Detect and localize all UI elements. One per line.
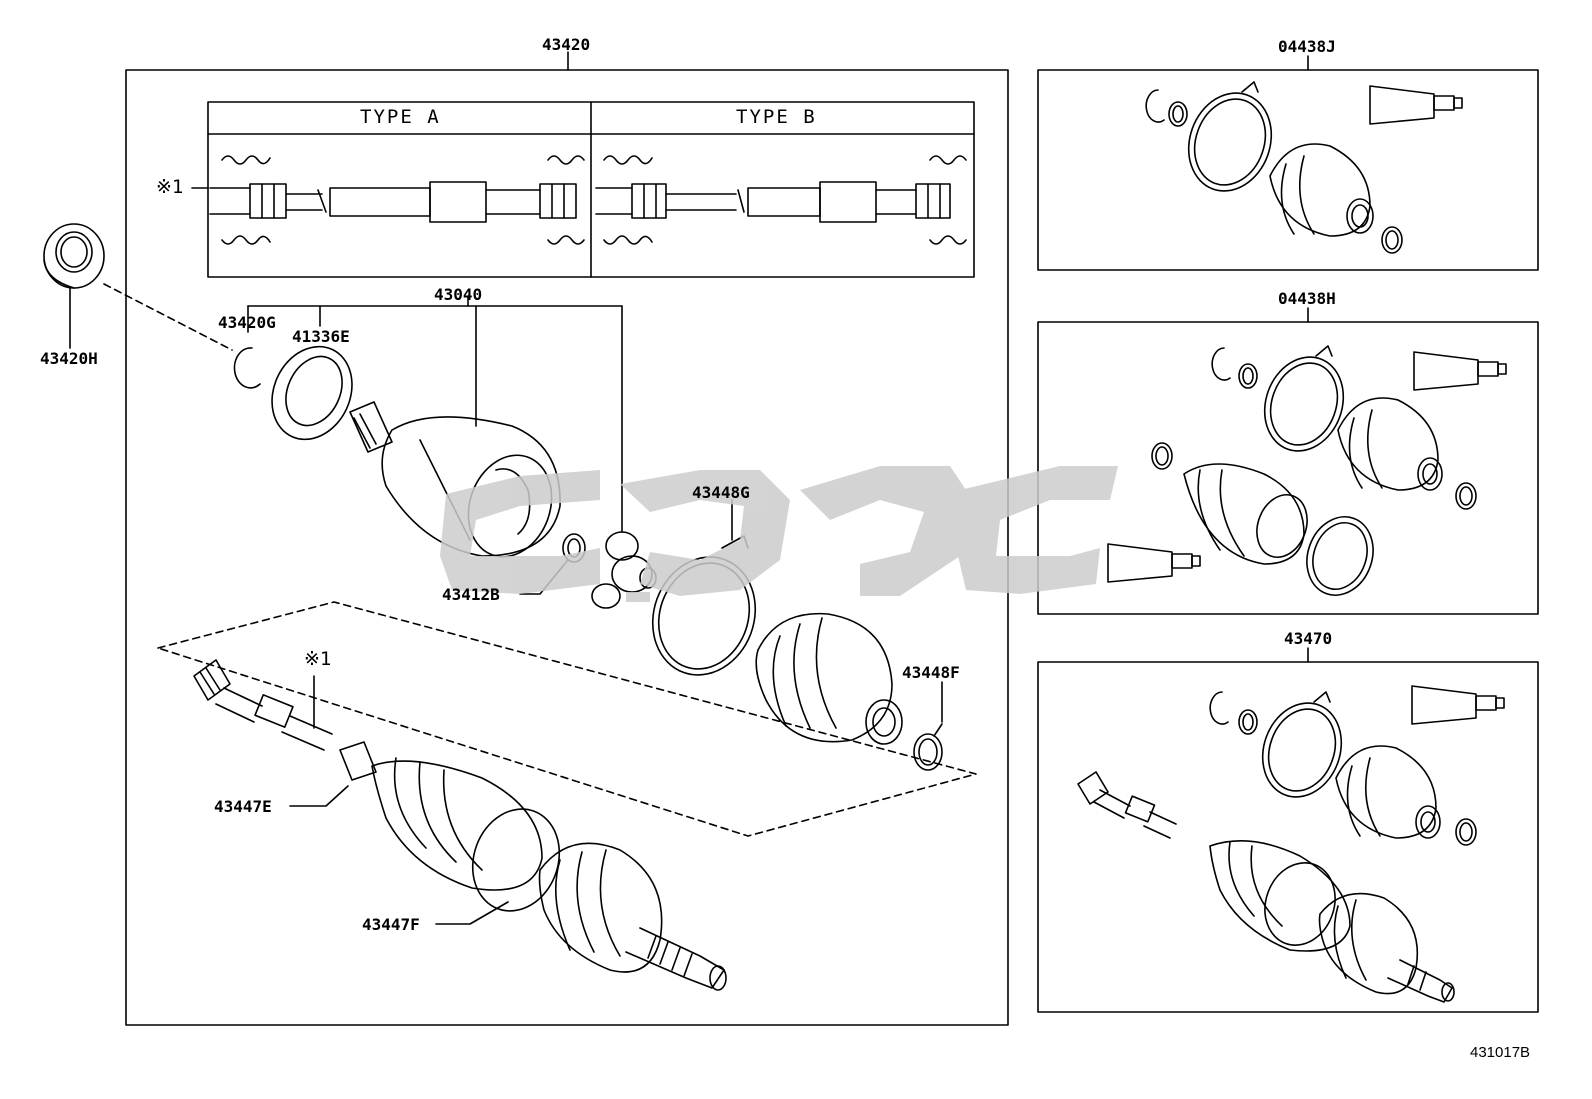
label-04438h: 04438H bbox=[1278, 289, 1336, 308]
leader-43447e bbox=[289, 785, 349, 807]
kit-frame-04438j bbox=[1037, 69, 1539, 271]
type-comparison-table bbox=[207, 101, 975, 278]
leader-43447f bbox=[435, 901, 509, 925]
bearing-dashed-line bbox=[103, 283, 233, 351]
exploded-zone-outline bbox=[157, 601, 977, 837]
kit-04438j-parts bbox=[1145, 81, 1463, 254]
inboard-boot-drawing bbox=[755, 612, 903, 745]
label-43412b: 43412B bbox=[442, 585, 500, 604]
boot-band-small-drawing bbox=[913, 723, 943, 771]
label-note-top: ※1 bbox=[156, 176, 184, 198]
label-43447f: 43447F bbox=[362, 915, 420, 934]
kit-frame-43470 bbox=[1037, 661, 1539, 1013]
label-43448g: 43448G bbox=[692, 483, 750, 502]
kit-43470-parts bbox=[1077, 685, 1505, 1003]
label-43447e: 43447E bbox=[214, 797, 272, 816]
label-type-a: TYPE A bbox=[360, 106, 441, 128]
kit-frame-04438h bbox=[1037, 321, 1539, 615]
main-assembly-frame bbox=[125, 69, 1009, 1026]
leader-43040 bbox=[247, 295, 623, 533]
figure-code: 431017B bbox=[1470, 1044, 1531, 1061]
label-43448f: 43448F bbox=[902, 663, 960, 682]
label-43420: 43420 bbox=[542, 35, 591, 54]
dust-seal-drawing bbox=[271, 345, 353, 441]
label-note-shaft: ※1 bbox=[304, 648, 332, 670]
label-type-b: TYPE B bbox=[736, 106, 817, 128]
watermark-logo-icon bbox=[440, 466, 1118, 602]
label-43470: 43470 bbox=[1284, 629, 1333, 648]
type-b-shaft-drawing bbox=[595, 155, 967, 245]
label-43420h: 43420H bbox=[40, 349, 98, 368]
bearing-drawing bbox=[43, 223, 105, 289]
label-43040: 43040 bbox=[434, 285, 483, 304]
label-04438j: 04438J bbox=[1278, 37, 1336, 56]
label-41336e: 41336E bbox=[292, 327, 350, 346]
boot-outboard-drawing bbox=[538, 842, 727, 991]
drive-shaft-drawing bbox=[193, 659, 333, 751]
label-43420g: 43420G bbox=[218, 313, 276, 332]
type-a-shaft-drawing bbox=[209, 155, 585, 245]
kit-04438h-parts bbox=[1107, 345, 1507, 596]
boot-inboard-drawing bbox=[339, 741, 561, 912]
snap-ring-drawing bbox=[233, 347, 261, 389]
